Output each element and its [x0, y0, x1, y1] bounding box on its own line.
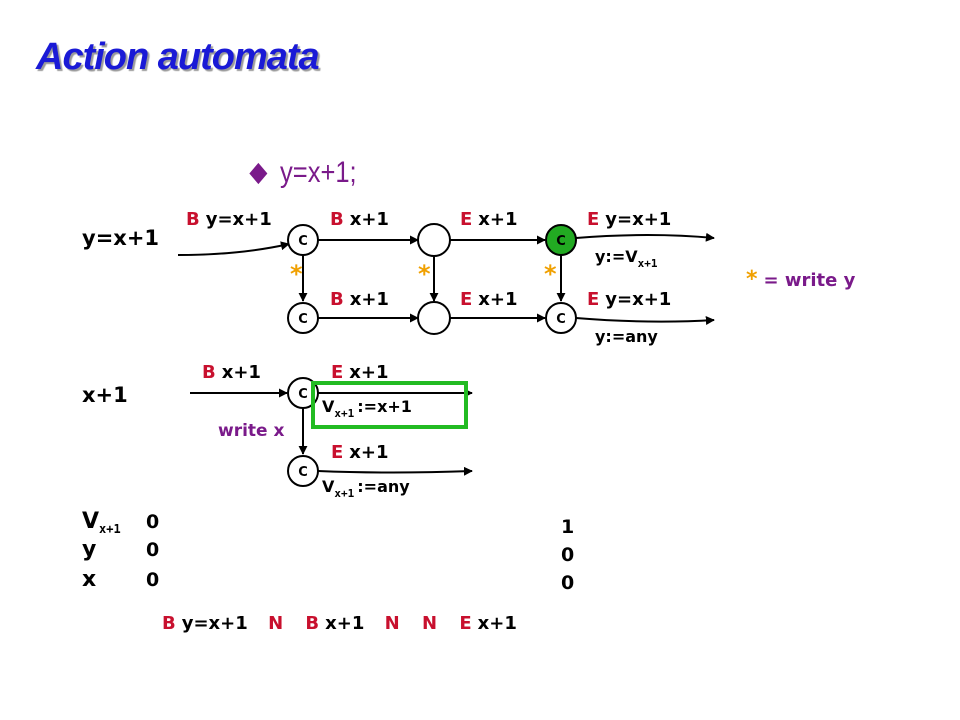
state-bottom-1: C — [287, 302, 319, 334]
state-bottom-2 — [417, 301, 451, 335]
state-x-bottom: C — [287, 455, 319, 487]
state-top-1-label: C — [298, 234, 308, 249]
automaton-y-label: y=x+1 — [82, 226, 159, 250]
label-x-assign-bottom: Vx+1:=any — [322, 477, 410, 500]
automaton-x-edges — [190, 388, 473, 476]
edge-top-1 — [177, 241, 290, 256]
state-top-3-active: C — [545, 224, 577, 256]
table-initial-v: 0 — [146, 511, 159, 533]
table-row-label-v: Vx+1 — [82, 509, 121, 536]
star-marker-1: * — [290, 260, 303, 288]
highlight-box — [311, 381, 468, 429]
state-top-3-label: C — [556, 234, 566, 249]
edge-x-bottom — [317, 466, 473, 476]
slide-title: Action automata — [36, 36, 320, 78]
legend-write-y: *= write y — [746, 267, 856, 292]
table-after-x: 0 — [561, 572, 574, 594]
star-marker-3: * — [544, 260, 557, 288]
state-top-1: C — [287, 224, 319, 256]
edge-bottom-4 — [575, 316, 715, 325]
state-x-top: C — [287, 377, 319, 409]
state-x-top-label: C — [298, 387, 308, 402]
state-bottom-1-label: C — [298, 312, 308, 327]
automaton-x-label: x+1 — [82, 383, 128, 407]
star-marker-2: * — [418, 260, 431, 288]
label-top-assign: y:=Vx+1 — [595, 247, 658, 270]
table-after-v: 1 — [561, 516, 574, 538]
table-initial-x: 0 — [146, 569, 159, 591]
bullet-text: y=x+1; — [280, 156, 357, 189]
label-bottom-assign: y:=any — [595, 327, 658, 346]
edge-top-4 — [575, 232, 715, 242]
state-bottom-3-label: C — [556, 312, 566, 327]
state-bottom-3: C — [545, 302, 577, 334]
label-x-assign-top: Vx+1:=x+1 — [322, 397, 412, 420]
table-row-label-x: x — [82, 567, 96, 592]
automaton-y-top-edges — [177, 232, 715, 325]
table-after-y: 0 — [561, 544, 574, 566]
state-x-bottom-label: C — [298, 465, 308, 480]
bullet-item: y=x+1; — [249, 156, 357, 190]
table-initial-y: 0 — [146, 539, 159, 561]
label-write-x: write x — [218, 421, 284, 441]
state-top-2 — [417, 223, 451, 257]
table-row-label-y: y — [82, 537, 96, 562]
